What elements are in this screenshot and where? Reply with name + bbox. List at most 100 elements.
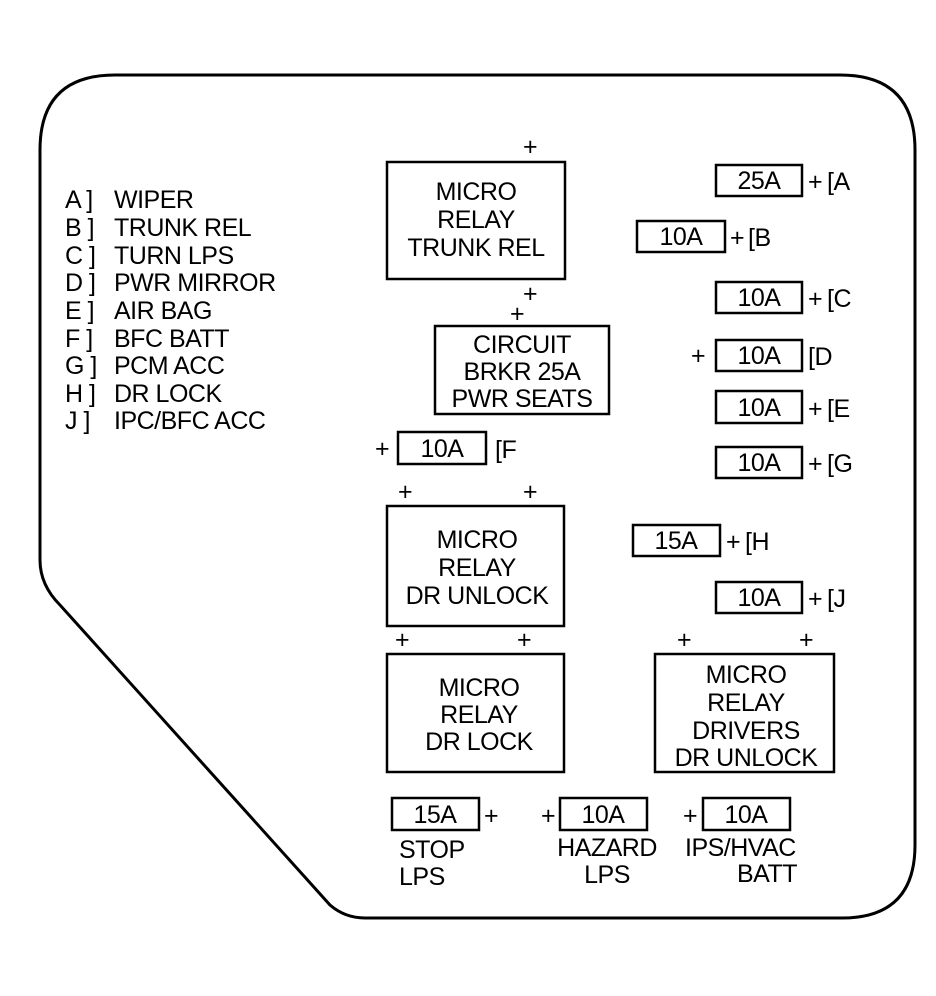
relay-line: RELAY bbox=[437, 206, 515, 234]
legend-label-f: BFC BATT bbox=[114, 325, 229, 353]
fuse-tag: [G bbox=[827, 450, 852, 478]
fuse-rating: 25A bbox=[738, 167, 782, 195]
terminal-plus: + bbox=[375, 435, 389, 463]
fuse-g: 10A bbox=[714, 445, 804, 480]
fuse-tag: [D bbox=[808, 343, 832, 371]
relay-line: RELAY bbox=[707, 689, 785, 717]
legend-key-d: D ] bbox=[65, 269, 95, 297]
fuse-e: 10A bbox=[714, 389, 804, 425]
fuse-rating: 10A bbox=[660, 223, 704, 251]
legend-key-c: C ] bbox=[65, 242, 95, 270]
fuse-caption: STOP bbox=[399, 836, 465, 864]
legend-label-a: WIPER bbox=[114, 186, 193, 214]
fuse-a: 25A bbox=[714, 163, 804, 198]
legend-label-h: DR LOCK bbox=[114, 380, 222, 408]
fuse-f-box bbox=[396, 430, 488, 466]
relay-dr-unlock: MICRO RELAY DR UNLOCK bbox=[385, 504, 566, 628]
fuse-tag: [C bbox=[827, 285, 851, 313]
fuse-rating: 10A bbox=[738, 584, 782, 612]
relay-drivers-dr-unlock: MICRO RELAY DRIVERS DR UNLOCK bbox=[653, 652, 836, 774]
fuse-stop-lps: 15A bbox=[390, 796, 481, 832]
relay-line: CIRCUIT bbox=[473, 331, 571, 359]
legend: A ] WIPER B ] TRUNK REL C ] TURN LPS D ]… bbox=[65, 186, 276, 435]
terminal-plus: + bbox=[808, 450, 822, 478]
fuse-b-box bbox=[635, 219, 727, 254]
relay-line: MICRO bbox=[436, 178, 517, 206]
fuse-e-box bbox=[714, 389, 804, 425]
terminal-plus: + bbox=[398, 478, 412, 506]
relay-line: MICRO bbox=[437, 526, 518, 554]
terminal-plus: + bbox=[484, 802, 498, 830]
fuse-c-box bbox=[714, 280, 804, 315]
relay-line: DR LOCK bbox=[425, 728, 533, 756]
fuse-b: 10A bbox=[635, 219, 727, 254]
relay-line: MICRO bbox=[706, 661, 787, 689]
fuse-rating: 10A bbox=[725, 801, 769, 829]
relay-trunk-rel-box bbox=[385, 160, 567, 281]
legend-key-g: G ] bbox=[65, 352, 97, 380]
terminal-plus: + bbox=[730, 224, 744, 252]
terminal-plus: + bbox=[523, 280, 537, 308]
legend-key-e: E ] bbox=[65, 297, 94, 325]
relay-line: TRUNK REL bbox=[407, 234, 545, 262]
relay-trunk-rel: MICRO RELAY TRUNK REL bbox=[385, 160, 567, 281]
legend-key-j: J ] bbox=[65, 407, 90, 435]
terminal-plus: + bbox=[808, 168, 822, 196]
fuse-tag: [A bbox=[827, 168, 850, 196]
terminal-plus: + bbox=[523, 133, 537, 161]
legend-label-j: IPC/BFC ACC bbox=[114, 407, 266, 435]
terminal-plus: + bbox=[395, 626, 409, 654]
legend-label-c: TURN LPS bbox=[114, 242, 234, 270]
fuse-rating: 10A bbox=[738, 394, 782, 422]
fuse-tag: [B bbox=[748, 224, 771, 252]
legend-label-d: PWR MIRROR bbox=[114, 269, 276, 297]
legend-label-e: AIR BAG bbox=[114, 297, 212, 325]
legend-key-a: A ] bbox=[65, 186, 93, 214]
legend-key-b: B ] bbox=[65, 214, 94, 242]
fuse-tag: [H bbox=[745, 528, 769, 556]
terminal-plus: + bbox=[726, 528, 740, 556]
fuse-caption: IPS/HVAC bbox=[685, 834, 796, 862]
fuse-caption: BATT bbox=[737, 860, 797, 888]
relay-dr-lock-box bbox=[385, 652, 566, 774]
terminal-plus: + bbox=[523, 478, 537, 506]
fuse-hazard-lps-box bbox=[558, 796, 649, 832]
fuse-block-outline bbox=[38, 73, 917, 920]
circuit-breaker-pwr-seats: CIRCUIT BRKR 25A PWR SEATS bbox=[433, 324, 611, 416]
relay-dr-unlock-box bbox=[385, 504, 566, 628]
fuse-ips-hvac-batt-box bbox=[701, 796, 792, 832]
legend-label-b: TRUNK REL bbox=[114, 214, 252, 242]
fuse-caption: LPS bbox=[399, 863, 445, 891]
relay-line: RELAY bbox=[440, 701, 518, 729]
fuse-g-box bbox=[714, 445, 804, 480]
fuse-h-box bbox=[631, 523, 722, 558]
fuse-rating: 10A bbox=[738, 284, 782, 312]
fuse-d-box bbox=[714, 338, 804, 373]
relay-line: DRIVERS bbox=[692, 717, 800, 745]
fuse-rating: 15A bbox=[655, 527, 699, 555]
fuse-j: 10A bbox=[714, 580, 804, 615]
fuse-d: 10A bbox=[714, 338, 804, 373]
fuse-tag: [J bbox=[827, 585, 845, 613]
terminal-plus: + bbox=[808, 285, 822, 313]
relay-line: DR UNLOCK bbox=[675, 744, 819, 772]
fuse-rating: 10A bbox=[421, 435, 465, 463]
legend-key-h: H ] bbox=[65, 380, 95, 408]
terminal-plus: + bbox=[691, 342, 705, 370]
relay-line: MICRO bbox=[439, 674, 520, 702]
fuse-f: 10A bbox=[396, 430, 488, 466]
terminal-plus: + bbox=[517, 626, 531, 654]
fuse-rating: 10A bbox=[738, 449, 782, 477]
relay-line: PWR SEATS bbox=[452, 385, 593, 413]
circuit-breaker-box bbox=[433, 324, 611, 416]
terminal-plus: + bbox=[808, 395, 822, 423]
fuse-hazard-lps: 10A bbox=[558, 796, 649, 832]
fuse-rating: 10A bbox=[738, 342, 782, 370]
fuse-ips-hvac-batt: 10A bbox=[701, 796, 792, 832]
terminal-plus: + bbox=[799, 626, 813, 654]
terminal-plus: + bbox=[677, 626, 691, 654]
terminal-plus: + bbox=[683, 802, 697, 830]
fuse-c: 10A bbox=[714, 280, 804, 315]
